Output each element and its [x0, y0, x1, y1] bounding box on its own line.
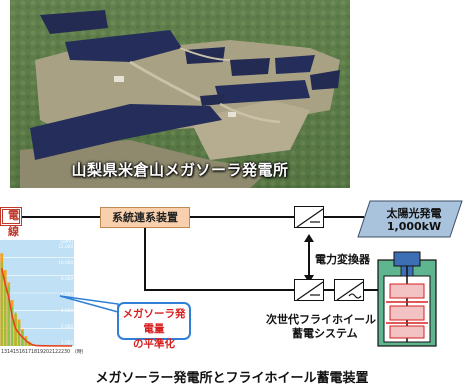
branch-line-2 — [324, 289, 334, 291]
converter-icon — [296, 281, 324, 301]
branch-horizontal — [144, 289, 294, 291]
branch-line-3 — [364, 289, 378, 291]
chart-bar — [21, 330, 24, 346]
inverter-icon — [336, 281, 364, 301]
solar-label: 太陽光発電 1,000kW — [374, 207, 454, 233]
chart-x-tick-label: 19 — [37, 349, 43, 355]
chart-y-tick-label: 2,000 — [61, 324, 73, 329]
chart-y-unit: [kWh] — [61, 239, 74, 244]
grid-interconnect-box: 系統連系装置 — [100, 207, 190, 228]
chart-x-tick-label: 17 — [25, 349, 31, 355]
bus-line-2 — [190, 216, 294, 218]
chart-y-tick-label: 6,000 — [61, 292, 73, 297]
chart-y-tick-label: 12,000 — [58, 244, 73, 249]
converter-icon — [296, 208, 324, 228]
chart-x-unit: (時) — [75, 349, 84, 355]
chart-y-tick-label: 1,000 — [61, 340, 73, 345]
chart-bar — [0, 262, 3, 346]
chart-x-tick-label: 0 — [67, 349, 70, 355]
chart-x-tick-label: 15 — [13, 349, 19, 355]
leveling-callout: メガソーラ発電量 の平準化 — [117, 302, 191, 350]
branch-vertical — [144, 228, 146, 290]
chart-x-tick-label: 13 — [1, 349, 7, 355]
solar-panel-icon — [357, 200, 463, 238]
chart-x-tick-label: 23 — [61, 349, 67, 355]
diagram-title: メガソーラー発電所とフライホイール蓄電装置 — [95, 371, 369, 386]
aerial-photo: 山梨県米倉山メガソーラ発電所 — [10, 0, 350, 188]
arrow-shaft — [308, 240, 310, 278]
power-converter-lower-1 — [294, 279, 324, 301]
chart-x-tick-label: 21 — [49, 349, 55, 355]
photo-caption: 山梨県米倉山メガソーラ発電所 — [71, 161, 289, 179]
chart-x-tick-label: 16 — [19, 349, 25, 355]
callout-line1: メガソーラ発電量 — [122, 308, 186, 335]
solar-label-line1: 太陽光発電 — [386, 207, 442, 220]
chart-bar — [28, 342, 31, 346]
chart-x-tick-label: 14 — [7, 349, 13, 355]
chart-bar — [11, 306, 14, 346]
callout-line2: の平準化 — [133, 338, 175, 350]
flywheel-device-icon — [377, 251, 437, 347]
power-converter-lower-2 — [334, 279, 364, 301]
bus-line-3 — [324, 216, 364, 218]
chart-bar — [4, 277, 7, 346]
solar-label-line2: 1,000kW — [386, 220, 442, 233]
chart-x-tick-label: 22 — [55, 349, 61, 355]
chart-y-tick-label: 4,000 — [61, 308, 73, 313]
aerial-photo-image — [10, 0, 350, 188]
chart-x-tick-label: 20 — [43, 349, 49, 355]
chart-bar — [24, 338, 27, 346]
chart-bar — [7, 285, 10, 346]
callout-pointer — [59, 295, 119, 313]
flywheel-label-line2: 蓄電システム — [292, 327, 358, 340]
grid-label: 電線 — [0, 207, 22, 238]
chart-series-line — [0, 268, 73, 347]
chart-y-tick-label: 8,000 — [61, 276, 73, 281]
power-converter-upper — [294, 206, 324, 228]
chart-x-tick-label: 18 — [31, 349, 37, 355]
arrow-up-icon — [304, 234, 314, 242]
main-bus-line — [22, 216, 100, 218]
flywheel-label-line1: 次世代フライホイール — [266, 313, 376, 326]
chart-y-tick-label: 10,000 — [58, 260, 73, 265]
power-converter-label: 電力変換器 — [315, 253, 370, 266]
generation-chart: 12,000 10,000 8,000 6,000 4,000 2,000 1,000 [kW… — [0, 239, 84, 355]
